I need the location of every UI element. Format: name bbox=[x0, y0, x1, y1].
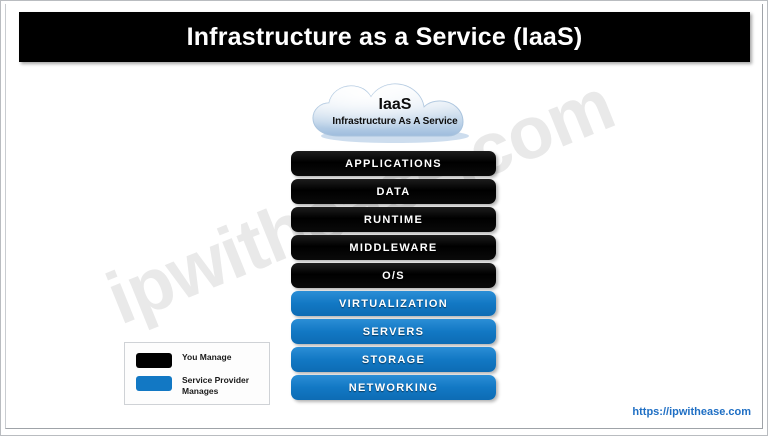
legend-item-service-provider: Service Provider Manages bbox=[136, 375, 269, 397]
stack-layer-data[interactable]: DATA bbox=[291, 179, 496, 204]
stack-layer-middleware[interactable]: MIDDLEWARE bbox=[291, 235, 496, 260]
cloud-title: IaaS bbox=[378, 96, 412, 113]
page-title-banner: Infrastructure as a Service (IaaS) bbox=[19, 12, 750, 62]
stack-layer-label: RUNTIME bbox=[363, 213, 424, 226]
legend-label: You Manage bbox=[182, 352, 232, 362]
stack-layer-label: MIDDLEWARE bbox=[349, 241, 438, 254]
legend-box: You Manage Service Provider Manages bbox=[124, 342, 270, 405]
legend-label: Service Provider Manages bbox=[182, 375, 250, 396]
stack-layer-label: DATA bbox=[376, 185, 411, 198]
cloud-graphic: IaaS Infrastructure As A Service bbox=[305, 82, 485, 144]
stack-layer-servers[interactable]: SERVERS bbox=[291, 319, 496, 344]
stack-layer-applications[interactable]: APPLICATIONS bbox=[291, 151, 496, 176]
page-title: Infrastructure as a Service (IaaS) bbox=[186, 22, 583, 51]
slide-inner-frame: Infrastructure as a Service (IaaS) ipwit… bbox=[5, 4, 763, 429]
footer-url-link[interactable]: https://ipwithease.com bbox=[632, 406, 751, 418]
stack-layer-label: NETWORKING bbox=[348, 381, 439, 394]
stack-layer-label: O/S bbox=[382, 269, 405, 282]
legend-swatch-blue bbox=[136, 376, 172, 391]
cloud-subtitle: Infrastructure As A Service bbox=[332, 116, 458, 127]
legend-item-you-manage: You Manage bbox=[136, 352, 269, 368]
stack-layer-networking[interactable]: NETWORKING bbox=[291, 375, 496, 400]
stack-layer-label: APPLICATIONS bbox=[345, 157, 442, 170]
stack-layer-label: VIRTUALIZATION bbox=[338, 297, 449, 310]
stack-layer-os[interactable]: O/S bbox=[291, 263, 496, 288]
stack-layer-label: STORAGE bbox=[361, 353, 426, 366]
cloud-icon bbox=[312, 83, 469, 143]
legend-swatch-black bbox=[136, 353, 172, 368]
service-stack: APPLICATIONS DATA RUNTIME MIDDLEWARE O/S… bbox=[291, 151, 496, 403]
stack-layer-runtime[interactable]: RUNTIME bbox=[291, 207, 496, 232]
stack-layer-storage[interactable]: STORAGE bbox=[291, 347, 496, 372]
stack-layer-label: SERVERS bbox=[362, 325, 425, 338]
stack-layer-virtualization[interactable]: VIRTUALIZATION bbox=[291, 291, 496, 316]
